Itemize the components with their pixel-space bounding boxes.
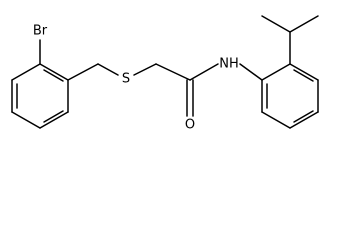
bond (133, 63, 157, 76)
bond (289, 111, 319, 129)
bromophenyl-ring (11, 63, 69, 129)
bond (11, 111, 41, 129)
double-bond (293, 69, 314, 82)
double-bond (43, 69, 64, 82)
double-bond (43, 110, 64, 123)
bond (261, 111, 291, 129)
bond (67, 63, 99, 81)
bond (39, 111, 69, 129)
bond (261, 63, 291, 81)
bond (97, 63, 119, 76)
bond (155, 63, 191, 81)
bond (289, 15, 319, 33)
bond (261, 15, 291, 33)
sulfur-atom-label: S (122, 72, 130, 87)
oxygen-atom-label: O (185, 118, 195, 133)
bond (11, 63, 41, 81)
bond (189, 63, 219, 81)
bromine-atom-label: Br (33, 24, 48, 39)
isopropylphenyl-ring (261, 63, 319, 129)
double-bond (293, 110, 314, 123)
structure-diagram: Br S O NH (11, 15, 319, 133)
bond (239, 63, 263, 81)
bond (289, 63, 319, 81)
amine-atom-label: NH (219, 57, 239, 72)
bond (39, 63, 69, 81)
